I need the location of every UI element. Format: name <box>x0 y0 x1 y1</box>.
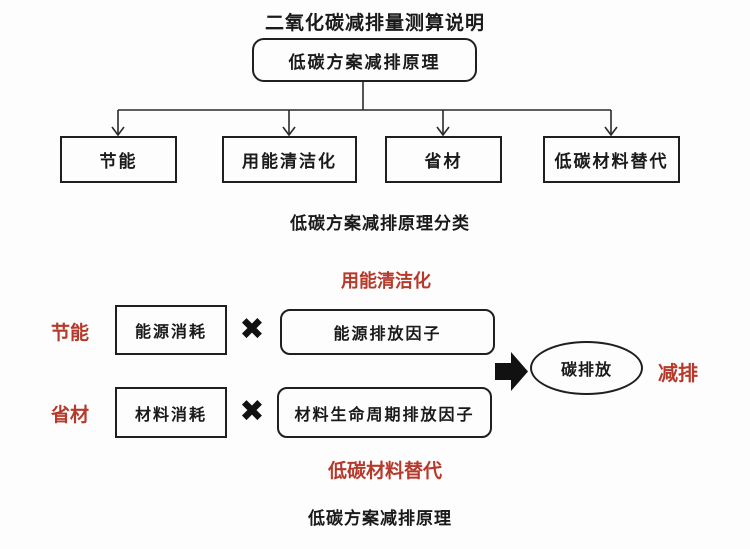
row2-factor1-box: 材料消耗 <box>115 387 227 438</box>
tree-leaf-low-carbon-material: 低碳材料替代 <box>543 136 680 183</box>
arrowhead-down-icon <box>282 126 296 137</box>
row1-side-label: 节能 <box>50 322 89 344</box>
tree-leaf-clean-energy: 用能清洁化 <box>222 136 357 183</box>
page-title: 二氧化碳减排量测算说明 <box>264 12 485 34</box>
row2-factor2-box: 材料生命周期排放因子 <box>277 387 492 438</box>
tree-caption: 低碳方案减排原理分类 <box>290 213 470 233</box>
tree-leaf-energy-saving: 节能 <box>60 136 177 183</box>
row1-factor2-box: 能源排放因子 <box>280 309 495 355</box>
row2-side-label: 省材 <box>50 404 89 426</box>
formula-caption: 低碳方案减排原理 <box>308 508 452 528</box>
formula-bottom-label: 低碳材料替代 <box>327 460 442 482</box>
arrowhead-down-icon <box>436 126 450 137</box>
arrowhead-down-icon <box>604 126 618 137</box>
formula-top-label: 用能清洁化 <box>341 271 431 291</box>
block-arrow-right-icon <box>495 352 528 391</box>
row1-factor1-box: 能源消耗 <box>115 305 227 355</box>
multiply-icon: ✖ <box>239 313 265 346</box>
arrowhead-down-icon <box>111 126 125 137</box>
multiply-icon: ✖ <box>239 395 265 428</box>
tree-root-node: 低碳方案减排原理 <box>252 38 477 82</box>
tree-leaf-material-saving: 省材 <box>385 136 502 183</box>
result-red-label: 减排 <box>658 362 698 385</box>
tree-connectors <box>111 82 618 137</box>
result-ellipse: 碳排放 <box>530 341 643 395</box>
